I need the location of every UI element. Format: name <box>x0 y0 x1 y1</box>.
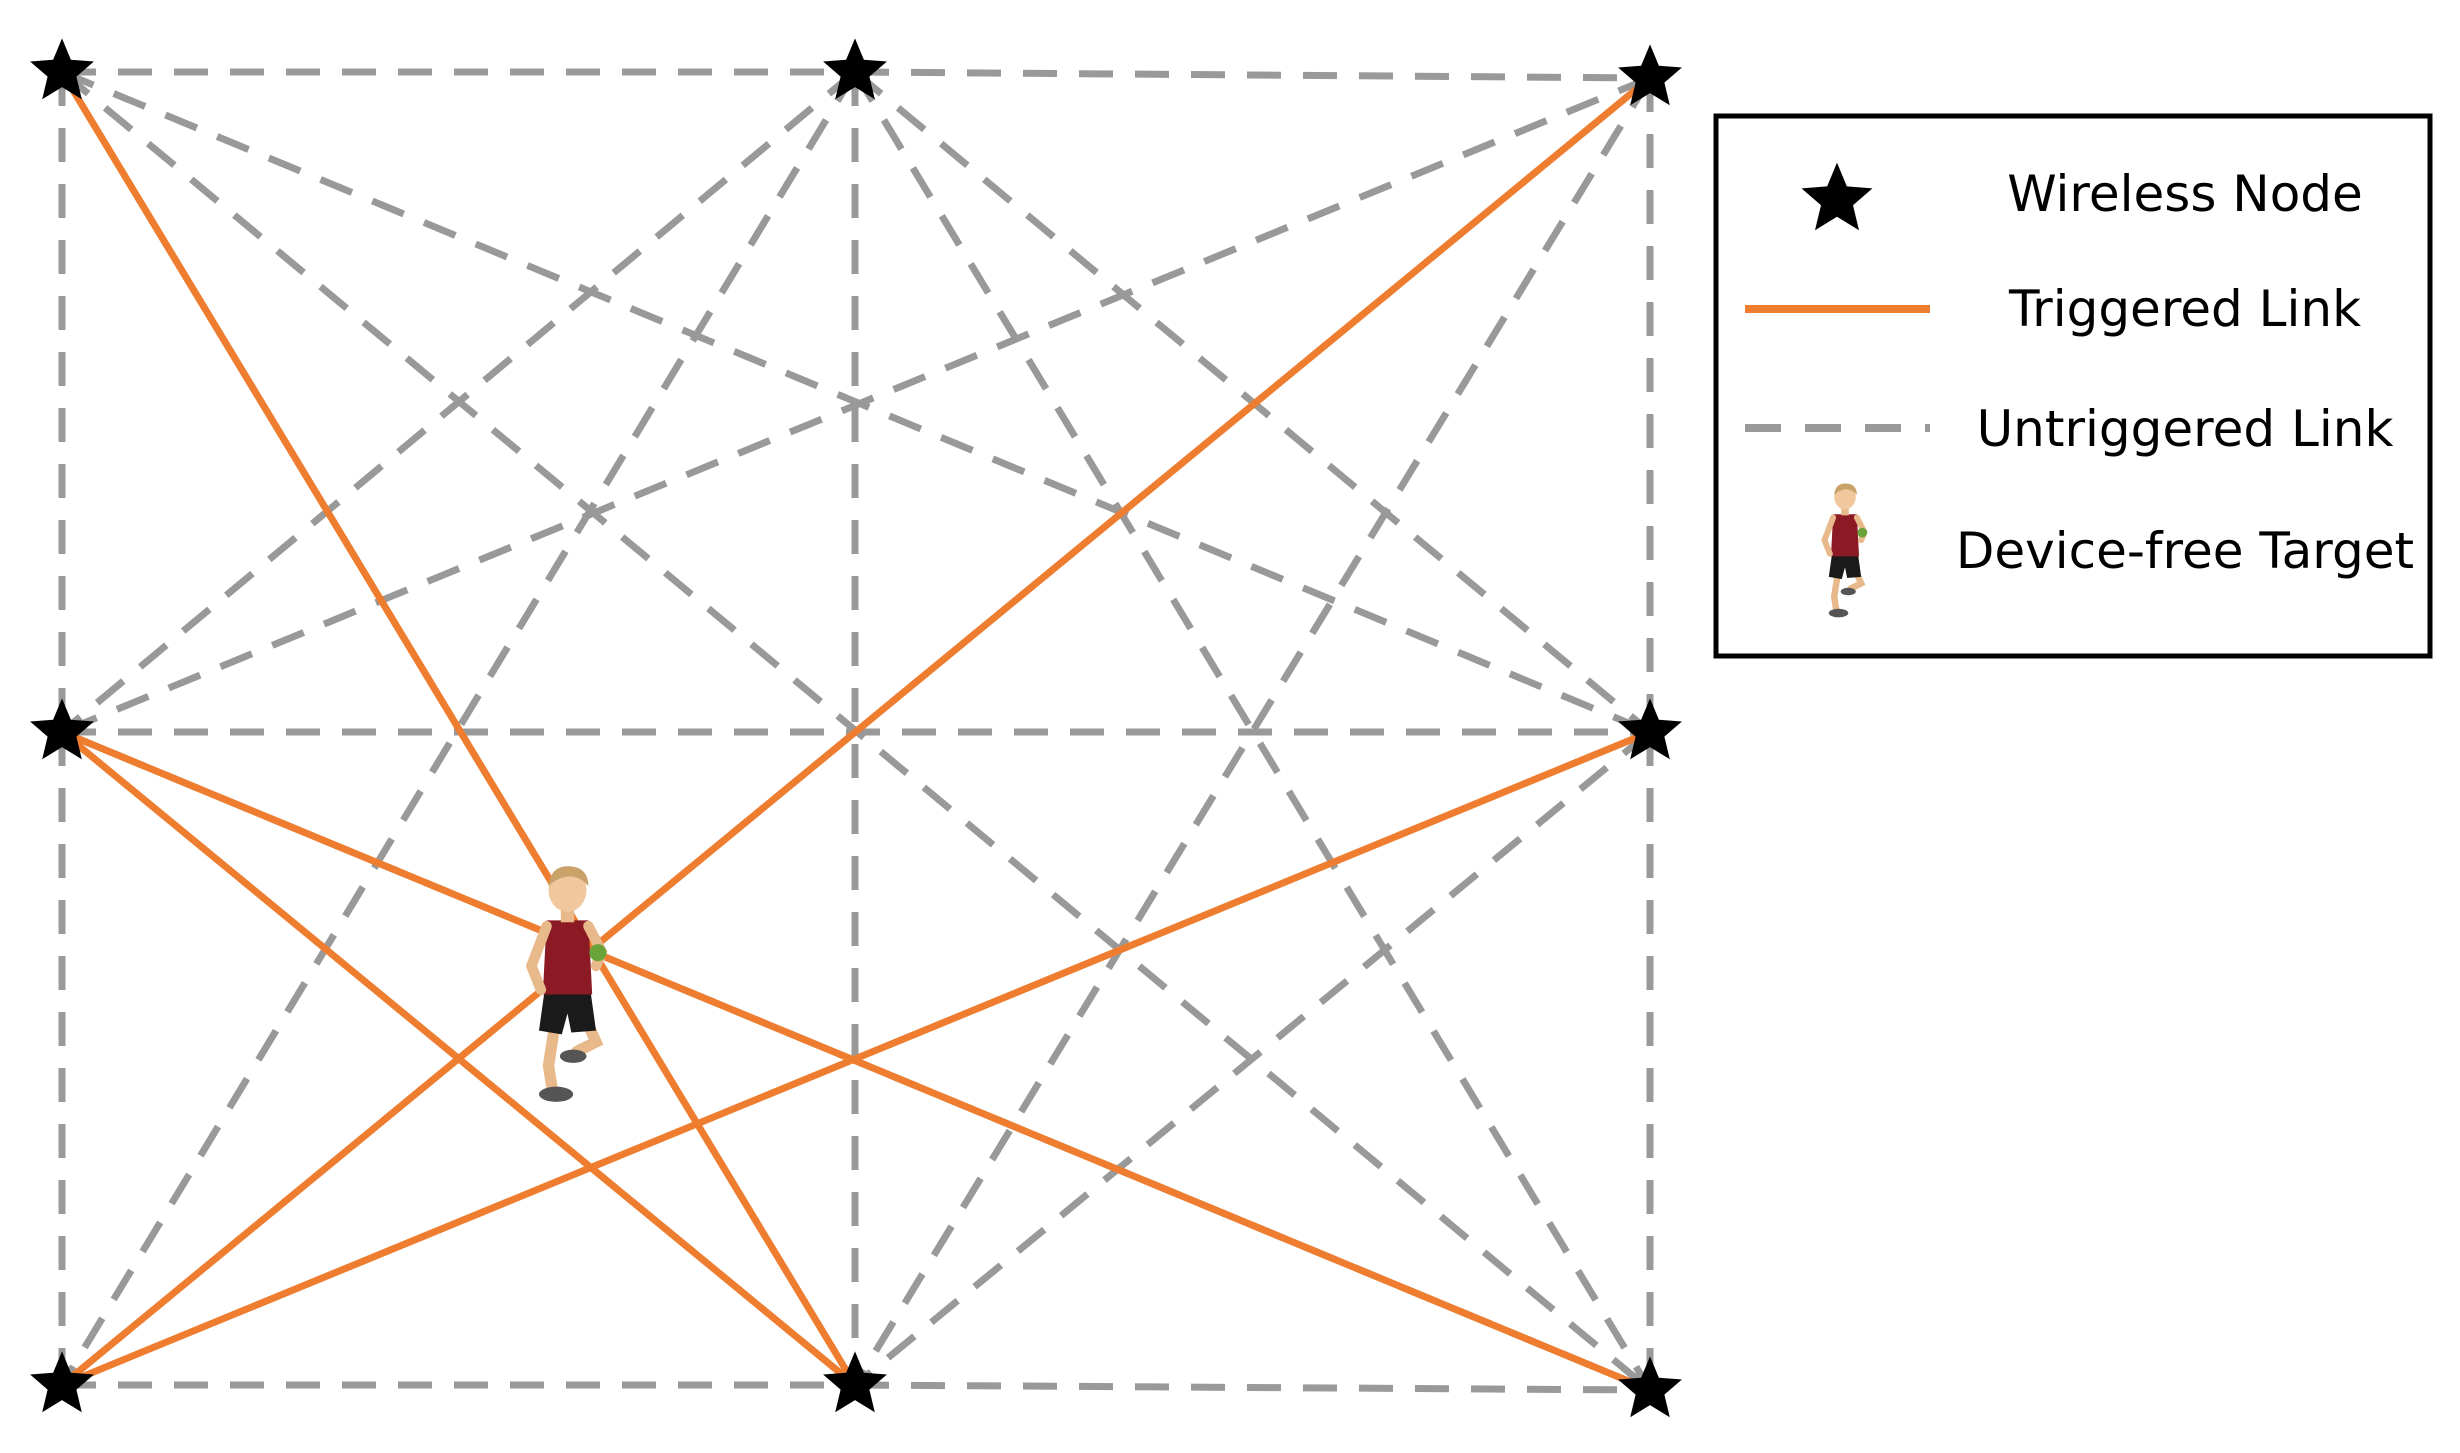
untriggered-link-n2-n4 <box>59 69 858 735</box>
links-layer <box>58 68 1654 1394</box>
target-layer <box>531 866 606 1102</box>
wireless-node-star-icon-n7 <box>823 1351 887 1413</box>
triggered-link-n3-n6 <box>59 75 1653 1388</box>
legend-label-triggered-link: Triggered Link <box>2008 280 2361 338</box>
untriggered-link-n3-n7 <box>852 76 1653 1387</box>
wireless-node-star-icon-n8 <box>1618 1356 1682 1418</box>
untriggered-link-n7-n8 <box>854 1381 1651 1394</box>
legend-label-device-free-target: Device-free Target <box>1956 522 2414 580</box>
triggered-link-n4-n7 <box>59 729 858 1388</box>
untriggered-link-n3-n4 <box>60 74 1652 736</box>
untriggered-link-n2-n6 <box>59 70 858 1387</box>
legend-label-wireless-node: Wireless Node <box>2007 165 2363 223</box>
untriggered-link-n2-n3 <box>854 68 1651 82</box>
device-free-target-icon <box>531 866 606 1102</box>
triggered-link-n5-n6 <box>60 728 1652 1389</box>
untriggered-link-n5-n7 <box>852 729 1653 1388</box>
legend: Wireless Node Triggered Link Untriggered… <box>1713 113 2433 659</box>
legend-label-untriggered-link: Untriggered Link <box>1977 400 2394 458</box>
triggered-link-n1-n7 <box>59 70 858 1387</box>
wireless-node-star-icon-n6 <box>30 1351 94 1413</box>
untriggered-link-n2-n8 <box>852 70 1653 1392</box>
